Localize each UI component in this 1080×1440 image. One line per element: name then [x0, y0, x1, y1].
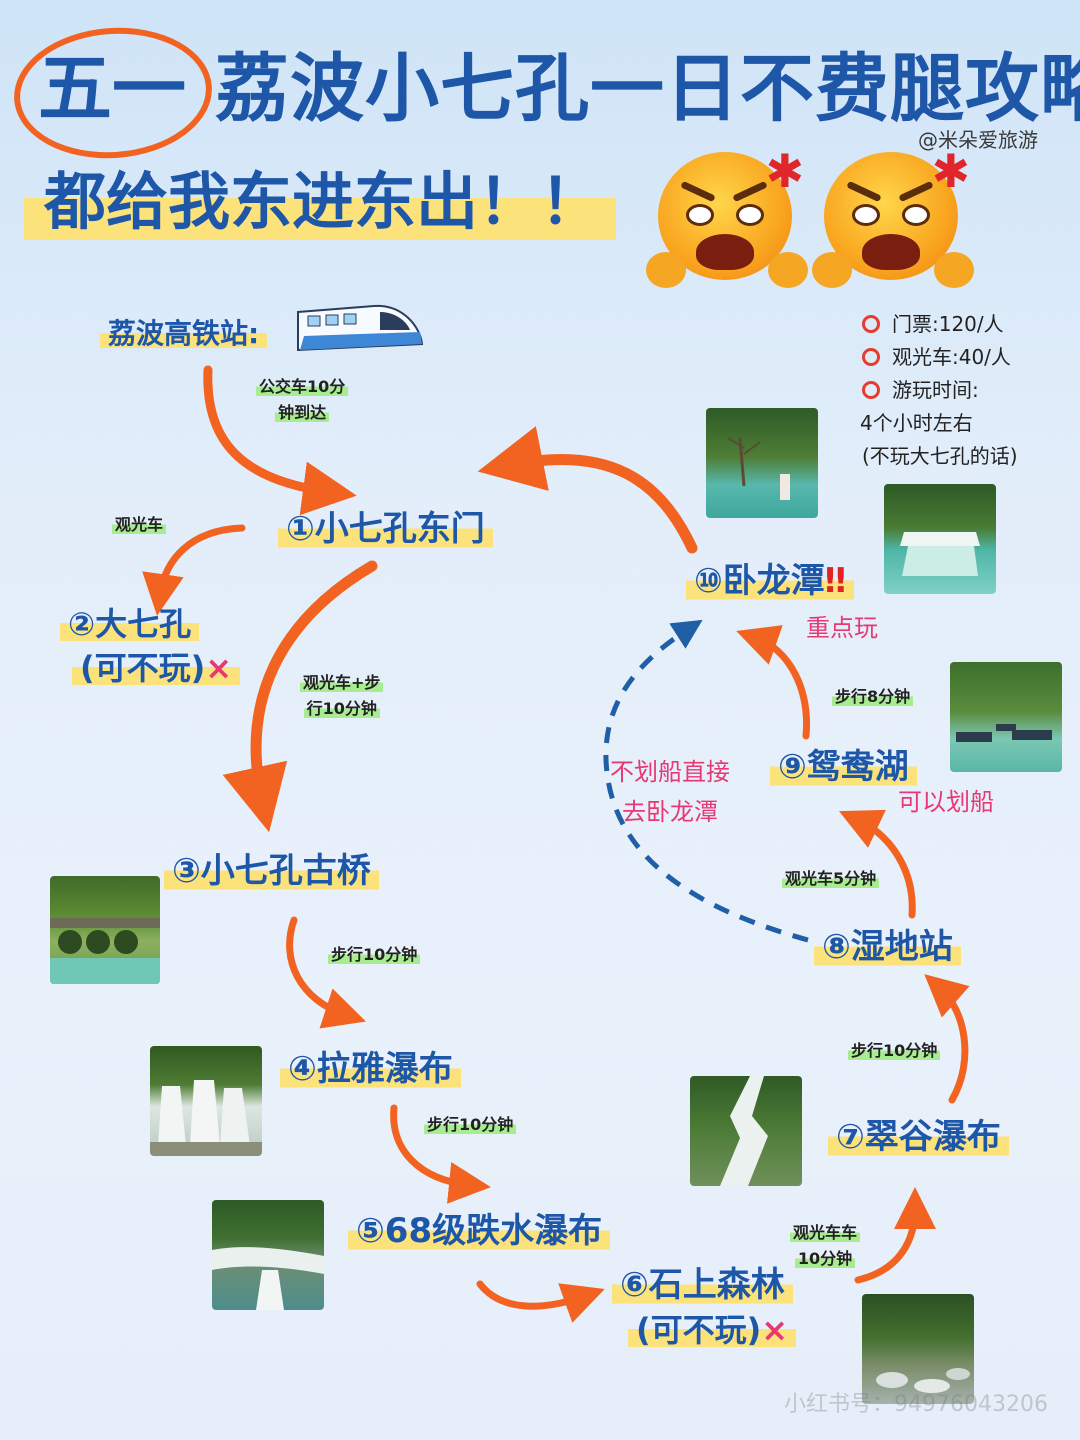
play-time-value: 4个小时左右 [860, 411, 973, 435]
author-credit: @米朵爱旅游 [918, 128, 1038, 152]
stop-5-label: ⑤68级跌水瀑布 [348, 1210, 611, 1253]
cross-mark-icon: × [761, 1311, 789, 1349]
title-prefix: 五一 [38, 46, 186, 132]
ancient-bridge-photo [50, 876, 160, 984]
wolong-pool-photo-1 [706, 408, 818, 518]
play-time-note: (不玩大七孔的话) [862, 444, 1018, 468]
leg-to-big-note: 观光车 [112, 512, 167, 538]
watermark: 小红书号：94976043206 [784, 1392, 1048, 1417]
play-time-label: 游玩时间: [862, 374, 979, 403]
double-exclamation-icon: ‼ [824, 561, 847, 601]
yuanyang-lake-photo [950, 662, 1062, 772]
leg-bus-note: 公交车10分钟到达 [256, 374, 349, 425]
leg-to-bridge-note: 观光车+步行10分钟 [300, 670, 384, 721]
focus-note: 重点玩 [806, 614, 878, 642]
skip-boat-note-line1: 不划船直接 [610, 758, 730, 786]
stone-forest-photo [862, 1294, 974, 1404]
stop-9-label: ⑨鸳鸯湖 [770, 746, 917, 789]
skip-boat-note-line2: 去卧龙潭 [622, 798, 718, 826]
leg-to-10-note: 步行8分钟 [832, 684, 914, 710]
circle-bullet-icon [862, 348, 880, 366]
boat-note: 可以划船 [898, 788, 994, 816]
stop-4-label: ④拉雅瀑布 [280, 1048, 461, 1091]
stop-2-note: (可不玩)× [72, 648, 241, 688]
laya-waterfall-photo [150, 1046, 262, 1156]
leg-to-9-note: 观光车5分钟 [782, 866, 880, 892]
leg-laya-to-68-note: 步行10分钟 [424, 1112, 517, 1138]
stop-1-label: ①小七孔东门 [278, 508, 493, 551]
cross-mark-icon: × [205, 649, 233, 687]
bus-price: 观光车:40/人 [862, 341, 1011, 370]
68-step-waterfall-photo [212, 1200, 324, 1310]
stop-3-label: ③小七孔古桥 [164, 850, 379, 893]
subtitle-highlight [24, 198, 616, 240]
page-title: 荔波小七孔一日不费腿攻略 [215, 46, 1080, 132]
start-station-label: 荔波高铁站: [100, 316, 268, 351]
stop-8-label: ⑧湿地站 [814, 926, 961, 969]
stop-7-label: ⑦翠谷瀑布 [828, 1116, 1009, 1159]
circle-bullet-icon [862, 315, 880, 333]
stop-6-label: ⑥石上森林 [612, 1264, 793, 1307]
ticket-price: 门票:120/人 [862, 308, 1004, 337]
leg-to-8-note: 步行10分钟 [848, 1038, 941, 1064]
cuigu-waterfall-photo [690, 1076, 802, 1186]
angry-face-icon: ✱ [646, 144, 808, 288]
circle-bullet-icon [862, 381, 880, 399]
stop-2-label: ②大七孔 [60, 604, 200, 644]
stop-10-label: ⑩卧龙潭‼ [686, 560, 855, 603]
leg-bridge-to-laya-note: 步行10分钟 [328, 942, 421, 968]
high-speed-train-icon [294, 292, 424, 360]
page-subtitle: 都给我东进东出！！ [44, 165, 603, 238]
wolong-pool-photo-2 [884, 484, 996, 594]
angry-face-icon: ✱ [812, 144, 974, 288]
stop-6-note: (可不玩)× [628, 1310, 797, 1350]
